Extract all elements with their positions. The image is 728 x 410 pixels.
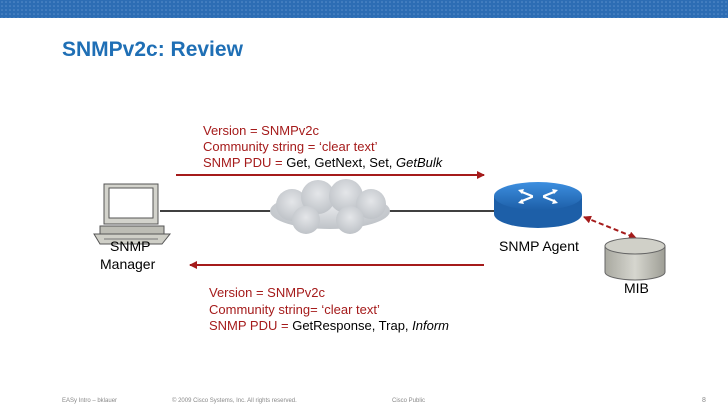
bottom-community-text: Community string= ‘clear text’ <box>209 302 380 317</box>
top-version-text: Version = SNMPv2c <box>203 123 319 138</box>
mib-label: MIB <box>624 280 649 296</box>
footer-left-text: EASy Intro – bklauer <box>62 398 118 404</box>
top-pdu-italic: GetBulk <box>396 155 443 170</box>
bottom-version-text: Version = SNMPv2c <box>209 285 325 300</box>
bottom-pdu-prefix: SNMP PDU = <box>209 318 293 333</box>
computer-icon <box>93 183 172 245</box>
manager-label-line1: SNMP <box>110 238 151 254</box>
top-pdu-line: SNMP PDU = Get, GetNext, Set, GetBulk <box>203 155 442 170</box>
database-icon <box>604 237 666 281</box>
bottom-pdu-line: SNMP PDU = GetResponse, Trap, Inform <box>209 318 449 333</box>
slide-title: SNMPv2c: Review <box>62 38 243 61</box>
top-pdu-ops: Get, GetNext, Set, <box>286 155 397 170</box>
agent-label: SNMP Agent <box>499 238 579 254</box>
slide-footer: EASy Intro – bklauer © 2009 Cisco System… <box>0 393 728 410</box>
cloud-icon <box>270 179 390 234</box>
mib-link-arrow <box>583 215 637 240</box>
router-icon <box>494 182 582 228</box>
bottom-pdu-italic: Inform <box>412 318 449 333</box>
footer-page-number: 8 <box>702 397 706 404</box>
top-community-text: Community string = ‘clear text’ <box>203 139 378 154</box>
footer-classification: Cisco Public <box>392 398 426 404</box>
manager-label-line2: Manager <box>100 256 156 272</box>
top-banner <box>0 0 728 18</box>
top-pdu-prefix: SNMP PDU = <box>203 155 287 170</box>
footer-copyright: © 2009 Cisco Systems, Inc. All rights re… <box>172 398 297 404</box>
bottom-pdu-ops: GetResponse, Trap, <box>292 318 413 333</box>
